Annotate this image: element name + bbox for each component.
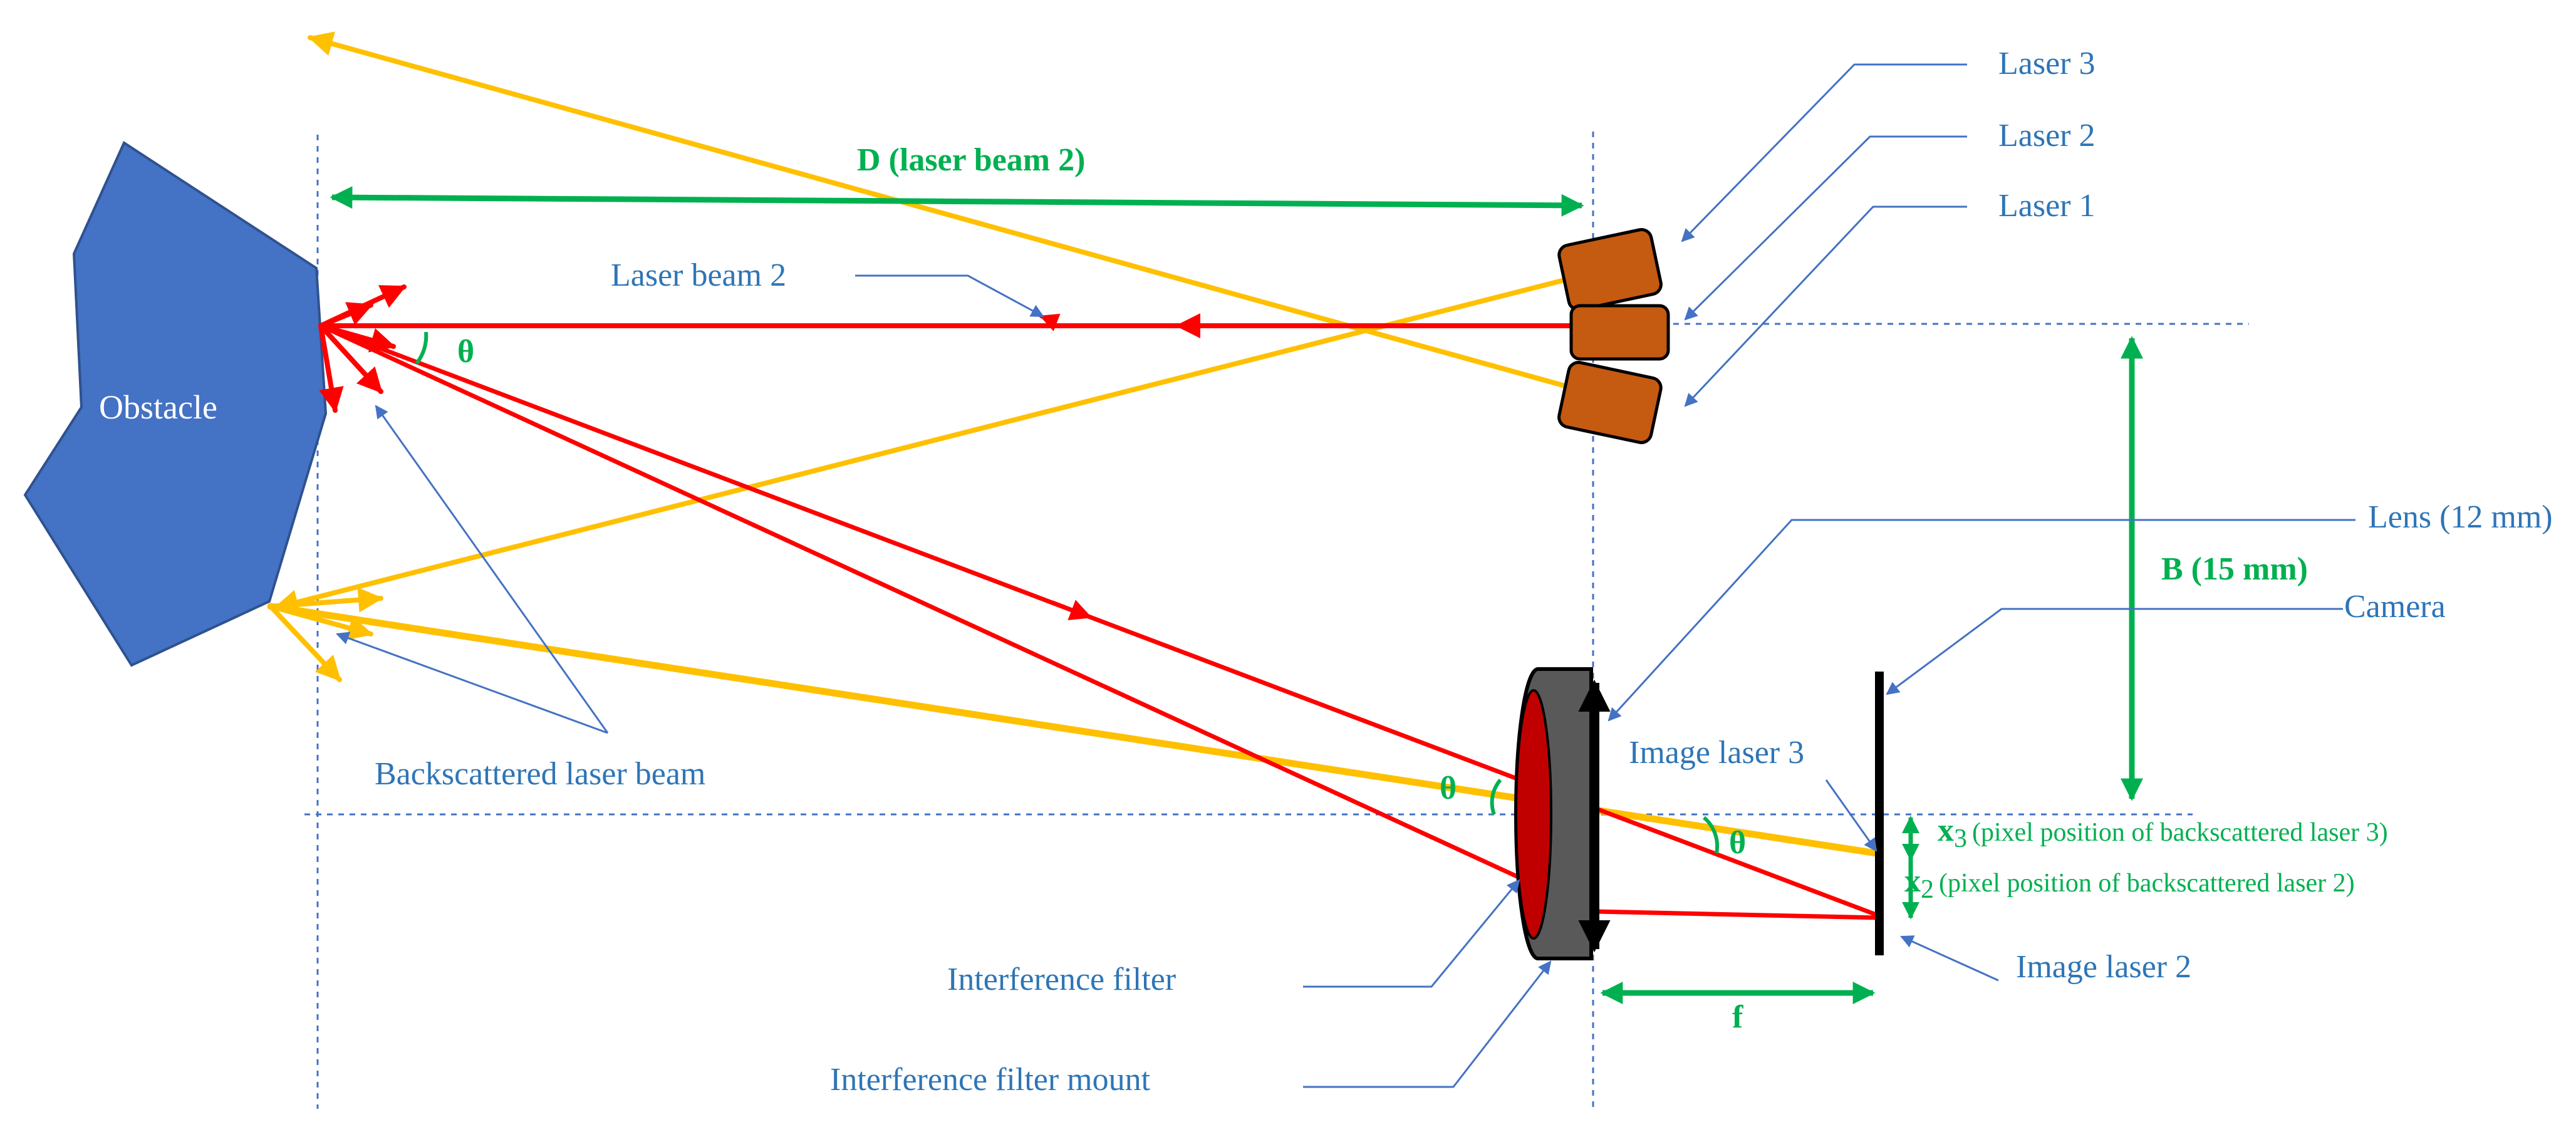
theta-label-obstacle: θ (457, 334, 474, 370)
laser-3-label: Laser 3 (1998, 46, 2095, 81)
obstacle-label: Obstacle (99, 388, 217, 426)
d-dimension-label: D (laser beam 2) (857, 142, 1085, 178)
f-dimension-label: f (1732, 999, 1743, 1035)
theta-label-filter: θ (1440, 771, 1457, 806)
laser-3-leader (1681, 63, 1967, 242)
laser-beam-1 (308, 31, 1581, 392)
laser-2-body (1569, 304, 1670, 361)
interference-filter-label: Interference filter (947, 962, 1176, 997)
laser-1-body (1557, 361, 1663, 444)
reflected-beam-arrow (1050, 600, 1093, 621)
backscatter-leader-1 (375, 405, 609, 734)
laser-1-label: Laser 1 (1998, 188, 2095, 224)
backscatter-red-4 (318, 323, 344, 413)
interference-filter-assembly (1514, 667, 1593, 960)
dimension-arrows (330, 186, 2143, 1004)
laser-2-leader (1684, 135, 1967, 321)
laser-3-reflected-beam (267, 603, 1880, 857)
image-laser-3-label: Image laser 3 (1629, 735, 1804, 771)
backscatter-yellow-3 (268, 604, 342, 682)
x2-label: x2(pixel position of backscattered laser… (1904, 863, 2355, 904)
b-dimension-label: B (15 mm) (2161, 551, 2308, 587)
theta-arc-filter (1490, 779, 1502, 816)
backscatter-yellow-2 (268, 604, 373, 640)
laser-3-body (1557, 228, 1663, 311)
theta-arc-obstacle (415, 331, 428, 365)
backscatter-red-5 (318, 302, 373, 328)
filter-mount-leader (1303, 960, 1552, 1088)
lens-label: Lens (12 mm) (2368, 499, 2553, 535)
laser-modules (1557, 228, 1670, 444)
obstacle-shape (23, 141, 328, 667)
lens-leader (1607, 519, 2355, 722)
laser-1-leader (1684, 205, 1967, 407)
x3-label: x3(pixel position of backscattered laser… (1938, 813, 2388, 853)
backscatter-red-2 (318, 323, 396, 353)
laser-beam-3 (273, 273, 1584, 615)
filter-mount-label: Interference filter mount (830, 1062, 1151, 1098)
camera-label: Camera (2344, 589, 2446, 625)
d-dimension-arrow (330, 186, 1584, 217)
interference-filter-disc (1515, 689, 1552, 940)
image-laser-3-leader (1825, 779, 1877, 852)
laser-beam-2-leader (855, 274, 1044, 318)
leader-lines (336, 63, 2355, 1088)
image-laser-2-label: Image laser 2 (2016, 949, 2191, 985)
backscattered-beam-label: Backscattered laser beam (375, 756, 705, 792)
theta-arc-lens (1702, 816, 1720, 854)
laser-beam-2-arrow-b (1039, 313, 1061, 331)
image-laser-2-leader (1900, 935, 1999, 982)
laser-2-label: Laser 2 (1998, 118, 2095, 153)
reflected-beam-upper (318, 323, 1882, 918)
backscatter-red-3 (318, 323, 383, 394)
backscatter-leader-2 (336, 631, 608, 734)
theta-label-lens: θ (1729, 825, 1746, 861)
backscatter-yellow-1 (268, 587, 383, 613)
laser-beam-2-label: Laser beam 2 (611, 257, 786, 293)
interference-filter-leader (1303, 879, 1520, 988)
camera-leader (1886, 608, 2343, 695)
